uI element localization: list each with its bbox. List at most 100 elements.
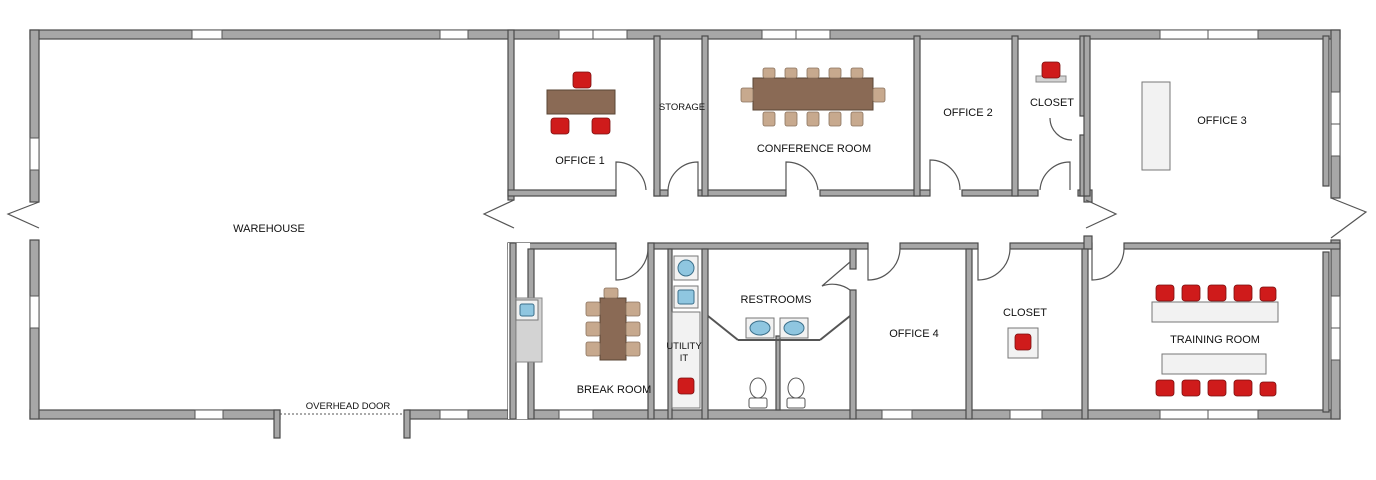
window-icon <box>194 409 224 420</box>
restroom-fixtures <box>745 317 809 409</box>
chair-icon <box>740 87 754 103</box>
window-icon <box>881 409 913 420</box>
closet-bottom-furniture <box>1007 327 1039 359</box>
chair-icon <box>591 117 611 135</box>
table-icon <box>752 77 874 111</box>
label-break-room: BREAK ROOM <box>577 384 652 396</box>
chair-icon <box>585 341 601 357</box>
windows <box>29 29 1341 420</box>
label-training-room: TRAINING ROOM <box>1170 334 1260 346</box>
chair-icon <box>572 71 592 89</box>
window-icon <box>1330 295 1341 329</box>
label-utility: UTILITY <box>666 341 702 352</box>
window-icon <box>592 29 628 40</box>
conference-furniture <box>740 67 886 127</box>
interior-walls <box>507 29 1341 420</box>
chair-icon <box>1233 284 1253 302</box>
chair-icon <box>806 111 820 127</box>
wall-left-lower <box>29 239 40 420</box>
door-swing-icon <box>1091 248 1125 281</box>
label-storage: STORAGE <box>659 102 705 113</box>
label-closet-bottom: CLOSET <box>1003 307 1047 319</box>
chair-icon <box>872 87 886 103</box>
chair-icon <box>828 67 842 79</box>
door-swing-icon <box>929 159 961 191</box>
chair-icon <box>585 321 601 337</box>
overhead-door-jamb-left <box>273 409 281 439</box>
door-swing-icon <box>1049 117 1073 141</box>
label-conference-room: CONFERENCE ROOM <box>757 143 871 155</box>
label-closet-top: CLOSET <box>1030 97 1074 109</box>
window-icon <box>1330 327 1341 361</box>
door-swing-icon <box>667 161 699 191</box>
wall-warehouse-upper <box>507 29 515 201</box>
window-icon <box>1159 29 1209 40</box>
window-icon <box>795 29 831 40</box>
wall-top <box>29 29 1341 40</box>
chair-icon <box>784 67 798 79</box>
office-1-furniture <box>546 71 616 135</box>
window-icon <box>29 295 40 329</box>
chair-icon <box>784 111 798 127</box>
label-office-2: OFFICE 2 <box>943 107 993 119</box>
table-icon <box>599 297 627 361</box>
window-icon <box>1207 29 1259 40</box>
window-icon <box>29 137 40 171</box>
window-icon <box>1330 91 1341 125</box>
chair-icon <box>1155 284 1175 302</box>
chair-icon <box>828 111 842 127</box>
label-overhead-door: OVERHEAD DOOR <box>306 401 391 412</box>
toilet-icon <box>749 377 767 399</box>
label-office-1: OFFICE 1 <box>555 155 605 167</box>
chair-icon <box>1181 284 1201 302</box>
chair-icon <box>625 341 641 357</box>
chair-icon <box>1207 284 1227 302</box>
door-swing-icon <box>977 248 1011 281</box>
label-office-3: OFFICE 3 <box>1197 115 1247 127</box>
door-swing-icon <box>821 261 851 291</box>
training-room-furniture <box>1151 284 1279 397</box>
window-icon <box>761 29 797 40</box>
window-icon <box>439 29 469 40</box>
wall-bottom-left <box>29 409 281 420</box>
window-icon <box>1159 409 1209 420</box>
door-swing-icon <box>785 161 819 191</box>
door-swing-icon <box>615 161 647 191</box>
break-room-furniture <box>515 287 641 363</box>
door-swing-icon <box>615 248 649 281</box>
window-icon <box>558 409 594 420</box>
window-icon <box>1009 409 1043 420</box>
chair-icon <box>762 67 776 79</box>
chair-icon <box>1155 379 1175 397</box>
chair-icon <box>585 301 601 317</box>
table-icon <box>1161 353 1267 375</box>
window-icon <box>558 29 594 40</box>
wall-left-upper <box>29 29 40 203</box>
chair-icon <box>806 67 820 79</box>
table-icon <box>546 89 616 115</box>
chair-icon <box>1181 379 1201 397</box>
chair-icon <box>550 117 570 135</box>
chair-icon <box>1014 333 1032 351</box>
door-swing-icon <box>1085 199 1118 229</box>
toilet-icon <box>787 377 805 399</box>
overhead-door-jamb-right <box>403 409 411 439</box>
door-swing-icon <box>867 248 901 281</box>
chair-icon <box>1233 379 1253 397</box>
chair-icon <box>850 111 864 127</box>
utility-furniture <box>671 255 701 409</box>
door-swing-icon <box>6 201 40 229</box>
office-3-furniture <box>1141 81 1171 171</box>
chair-icon <box>762 111 776 127</box>
label-office-4: OFFICE 4 <box>889 328 939 340</box>
chair-icon <box>1041 61 1061 79</box>
door-swing-icon <box>482 199 515 229</box>
window-icon <box>439 409 469 420</box>
closet-top-furniture <box>1035 61 1067 83</box>
door-swing-icon <box>1330 197 1368 239</box>
desk-icon <box>1141 81 1171 171</box>
chair-icon <box>1259 381 1277 397</box>
chair-icon <box>603 287 619 299</box>
label-warehouse: WAREHOUSE <box>233 223 305 235</box>
